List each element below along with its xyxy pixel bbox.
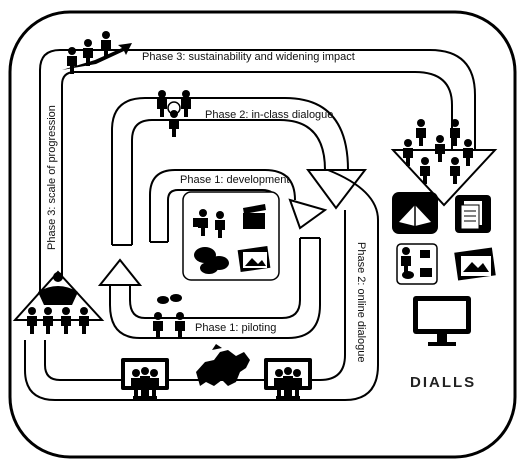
storytelling-icon (193, 209, 225, 238)
brand-logo-text: DIALLS (410, 374, 476, 391)
phase1-pilot-arrowhead (97, 258, 143, 286)
phase2-inclass-track-outer (111, 97, 349, 245)
photos-icon (237, 246, 271, 272)
phase1-dev-arrowhead (288, 198, 328, 230)
documents-icon (455, 195, 491, 233)
phase2-inclass-arrowhead (306, 169, 368, 210)
phase1-dev-track-outer (149, 169, 296, 242)
label-phase1-dev: Phase 1: development (180, 174, 289, 186)
label-phase2-online: Phase 2: online dialogue (355, 242, 367, 362)
label-phase3-scale: Phase 3: scale of progression (46, 105, 58, 250)
phase1-pilot-track-inner (129, 238, 301, 319)
phase2-inclass-track-inner (131, 119, 326, 245)
label-phase1-pilot: Phase 1: piloting (195, 322, 276, 334)
film-clapper-icon (243, 204, 266, 229)
phase2-online-track-outer (24, 220, 379, 401)
conversation-icon (153, 294, 185, 339)
phase2-online-track-inner (44, 220, 346, 381)
book-icon (392, 192, 438, 234)
monitor-icon (413, 296, 471, 346)
label-phase3-sustain: Phase 3: sustainability and widening imp… (142, 51, 355, 63)
teacher-boat-icon (38, 272, 78, 305)
label-phase2-inclass: Phase 2: in-class dialogue (205, 109, 333, 121)
phase1-pilot-track-outer (109, 238, 321, 339)
europe-map-icon (196, 344, 250, 386)
people-growth-icon (62, 31, 132, 74)
media-collage-icon (396, 243, 438, 285)
group-discussion-icon (157, 90, 191, 137)
photos-icon-large (454, 247, 496, 281)
phase3-track-outer (39, 49, 476, 315)
phase3-track-inner (61, 71, 453, 315)
speech-bubbles-icon (194, 247, 229, 274)
